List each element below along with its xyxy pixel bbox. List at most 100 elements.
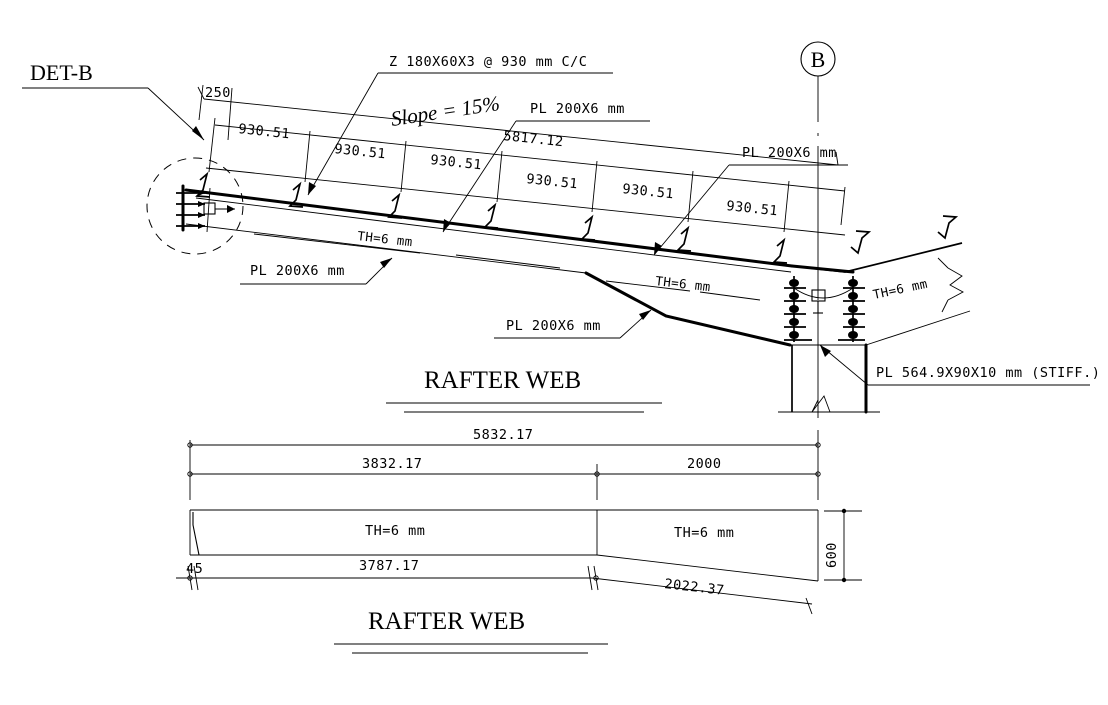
grid-bubble-b: B — [800, 41, 836, 418]
lower-plate-outline — [189, 509, 819, 582]
lower-depth-label: 600 — [824, 542, 840, 568]
purlin-note-leader — [307, 72, 379, 196]
dim-chain-tick-6 — [783, 180, 790, 233]
rafter-web-top-line — [195, 197, 792, 273]
dim-chain-tick-1 — [304, 130, 311, 183]
dim-chain-label-2: 930.51 — [430, 152, 483, 173]
note-pl-bot-left: PL 200X6 mm — [240, 257, 393, 285]
dim-chain-label-1: 930.51 — [334, 141, 387, 162]
lower-depth-dot-bottom — [841, 577, 847, 583]
knee-column-connection — [778, 264, 880, 414]
lower-dim-2022-label: 2022.37 — [664, 576, 726, 599]
left-end-connection-detail — [176, 184, 235, 233]
bolt-r-4 — [848, 318, 858, 326]
upper-view-title: RAFTER WEB — [424, 367, 581, 394]
rafter-right-break-leg-top — [937, 257, 949, 269]
left-splice-square — [203, 202, 216, 215]
purlin-note-label: Z 180X60X3 @ 930 mm C/C — [389, 54, 587, 70]
note-stiffener: PL 564.9X90X10 mm (STIFF.) — [819, 344, 1100, 386]
dim-250-ext-r — [227, 87, 233, 141]
dim-250-group: 250 — [198, 84, 233, 141]
purlin-cleat-5 — [676, 225, 692, 252]
bolt-l-2 — [789, 292, 799, 300]
knee-splice-square — [811, 289, 826, 302]
th-note-upper-right: TH=6 mm — [872, 276, 929, 302]
th-note-upper-left: TH=6 mm — [357, 228, 414, 249]
note-pl-bot-mid-arrowhead — [639, 310, 651, 320]
bolt-l-3 — [789, 305, 799, 313]
lower-dim-overall: 5832.17 — [187, 427, 821, 500]
note-pl-bot-left-arrowhead — [380, 258, 392, 268]
lower-dim-3787-label: 3787.17 — [359, 558, 419, 574]
purlin-cleat-1 — [288, 181, 304, 208]
rafter-right-break-symbol — [947, 267, 964, 301]
lower-view-title-group: RAFTER WEB — [334, 608, 608, 654]
lower-dim-seg-dot-r — [815, 471, 821, 477]
dim-chain-tick-2 — [400, 140, 407, 193]
lower-plate-bottom-right — [596, 554, 819, 582]
th-note-upper-mid: TH=6 mm — [655, 273, 712, 294]
note-pl-top-mid-label: PL 200X6 mm — [530, 101, 625, 117]
lower-dim-seg-dot-l — [187, 471, 193, 477]
dim-chain-label-0: 930.51 — [238, 121, 291, 142]
purlin-cleat-6 — [772, 237, 788, 264]
bolt-r-3 — [848, 305, 858, 313]
dim-overall-tick-r — [835, 151, 839, 166]
lower-bottom-tick-r — [805, 597, 813, 615]
rafter-web-centre-3 — [605, 280, 691, 292]
bolt-r-1 — [848, 279, 858, 287]
left-bolt-2-head — [198, 201, 205, 207]
bolt-l-1 — [789, 279, 799, 287]
lower-bottom-dot-l — [187, 575, 193, 581]
note-pl-top-mid-leader — [442, 120, 517, 233]
lower-bottom-dim-line-right — [591, 577, 813, 605]
slope-note-label: Slope = 15% — [389, 91, 501, 131]
dim-chain-label-5: 930.51 — [726, 198, 779, 219]
dim-250-ext-l — [198, 84, 204, 121]
haunch-inner-curve — [793, 287, 854, 299]
lower-dim-overall-label: 5832.17 — [473, 427, 533, 443]
lower-bottom-tick-0b — [193, 565, 199, 591]
note-pl-bot-mid: PL 200X6 mm — [494, 309, 652, 339]
left-end-bolts — [176, 190, 205, 229]
left-bolt-1-head — [198, 190, 205, 196]
note-pl-top-right-leader — [653, 164, 730, 256]
bolt-l-5 — [789, 331, 799, 339]
rafter-web-centre-4 — [699, 291, 761, 301]
note-pl-top-right: PL 200X6 mm — [653, 145, 848, 256]
note-pl-bot-mid-label: PL 200X6 mm — [506, 318, 601, 334]
grid-bubble-label: B — [811, 47, 826, 72]
purlin-cleat-7 — [850, 230, 872, 255]
slope-note-group: Slope = 15% — [389, 91, 501, 131]
dim-chain-tick-0 — [208, 117, 216, 173]
lower-bottom-dims: 45 3787.17 2022.37 — [176, 558, 813, 615]
splice-bolts-right — [838, 279, 865, 341]
dim-overall-5817: 5817.12 — [197, 86, 839, 166]
lower-depth-dot-top — [841, 508, 847, 514]
dim-chain-tick-5 — [687, 170, 694, 223]
rafter-right-break-leg-bottom — [941, 299, 949, 313]
purlin-cleat-0 — [195, 171, 211, 198]
dim-chain-label-3: 930.51 — [526, 171, 579, 192]
note-stiffener-arrowhead — [820, 345, 831, 357]
purlin-cleat-4 — [580, 214, 596, 241]
lower-plate-left-notch — [192, 512, 200, 556]
note-stiffener-label: PL 564.9X90X10 mm (STIFF.) — [876, 365, 1100, 381]
th-note-lower-left: TH=6 mm — [365, 523, 425, 539]
dim-250-label: 250 — [205, 85, 231, 101]
purlin-cleat-2 — [387, 192, 403, 219]
dim-overall-label: 5817.12 — [503, 128, 565, 150]
dim-chain-tick-3 — [496, 150, 503, 203]
dim-chain-baseline — [205, 167, 846, 236]
rafter-web-centre-2 — [455, 254, 561, 269]
bolt-r-2 — [848, 292, 858, 300]
dim-chain-tick-end — [840, 186, 846, 226]
purlin-note-arrowhead — [308, 182, 316, 195]
detail-b-callout: DET-B — [22, 60, 244, 255]
lower-bottom-dot-m — [593, 575, 599, 581]
purlin-cleat-3 — [483, 202, 499, 229]
left-bolt-4-head — [198, 223, 205, 229]
lower-dim-right-seg-label: 2000 — [687, 456, 722, 472]
detail-b-circle — [146, 157, 244, 255]
